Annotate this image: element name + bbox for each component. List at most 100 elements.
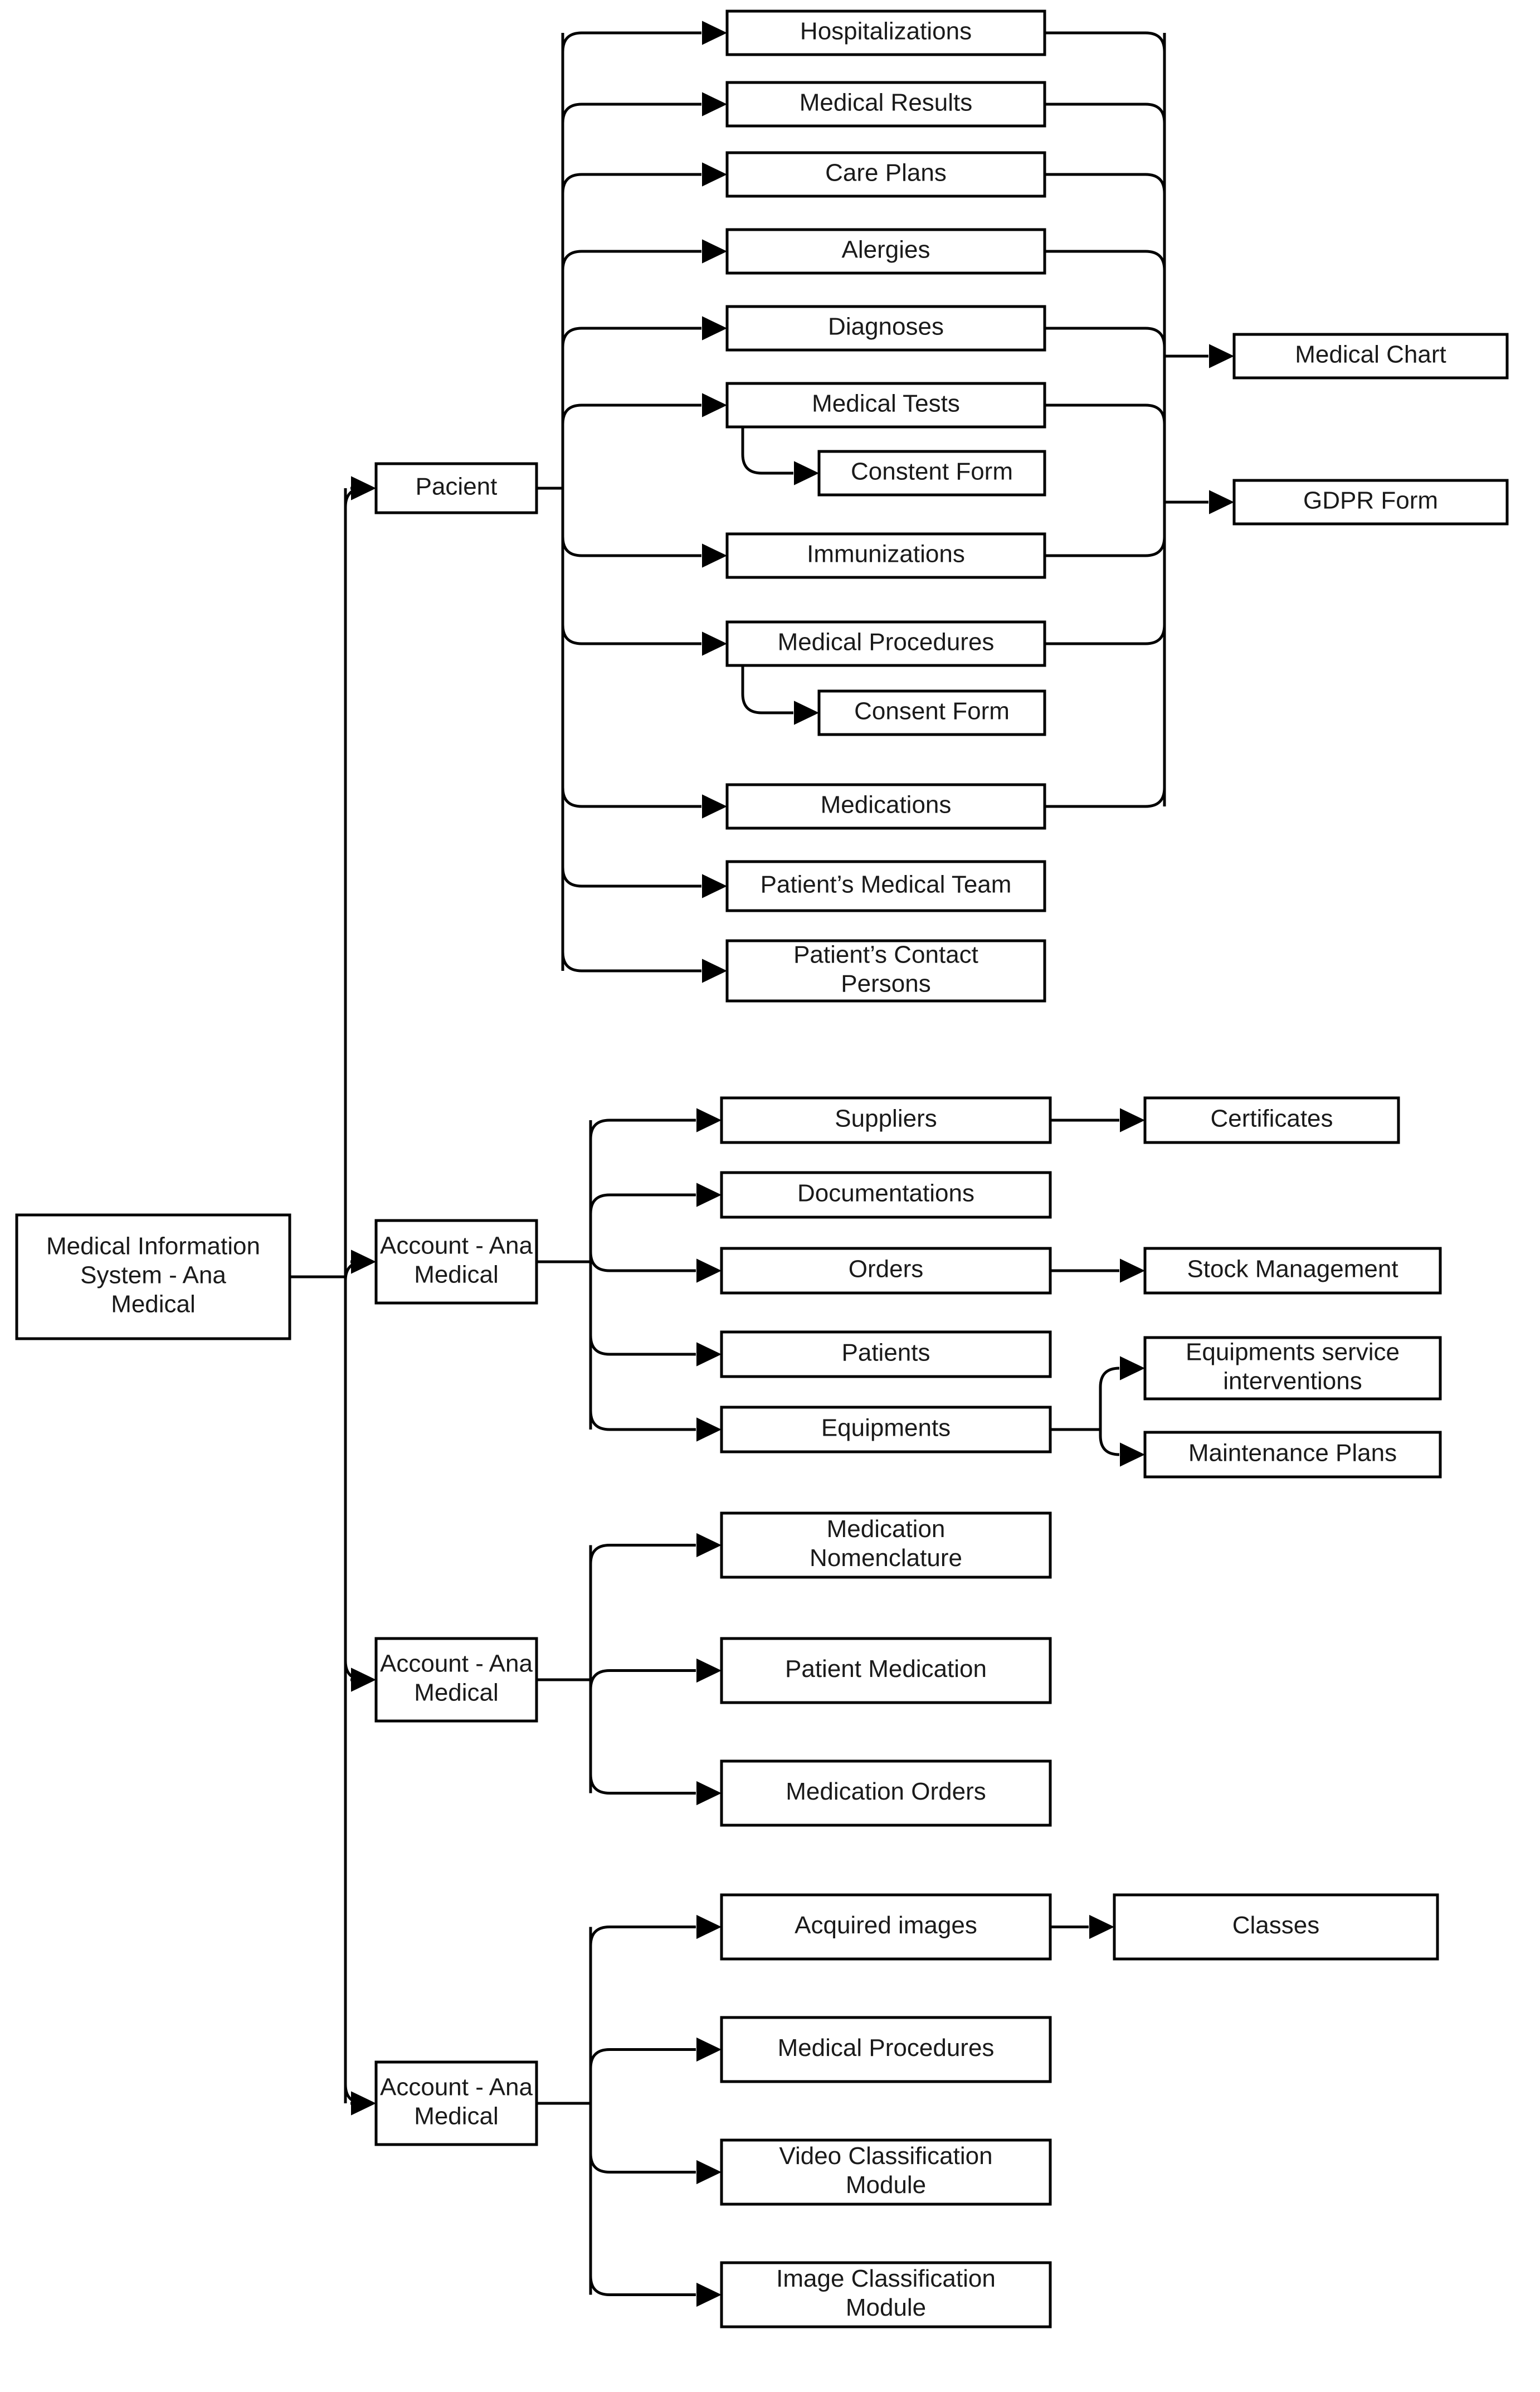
node-imaging-child-medical_procedures_img[interactable]: Medical Procedures xyxy=(720,2016,1052,2083)
node-label: Maintenance Plans xyxy=(1188,1440,1397,1467)
edge-pacient-to-diagnoses xyxy=(561,327,701,488)
node-supply-grandchild-stock_management[interactable]: Stock Management xyxy=(1143,1247,1442,1295)
node-label: Persons xyxy=(841,970,930,998)
node-label: Orders xyxy=(849,1256,923,1283)
node-box xyxy=(1143,1431,1442,1479)
node-supply-child-patients[interactable]: Patients xyxy=(720,1330,1052,1378)
node-supply-child-equipments[interactable]: Equipments xyxy=(720,1406,1052,1453)
node-box xyxy=(725,305,1046,352)
edge-pacient-to-hospitalizations xyxy=(561,31,701,488)
node-box xyxy=(720,1171,1052,1219)
node-consent-form-consent_form_procedures[interactable]: Consent Form xyxy=(817,689,1046,736)
node-box xyxy=(1113,1893,1439,1961)
node-imaging-grandchild-classes[interactable]: Classes xyxy=(1113,1893,1439,1961)
node-pacient-child-alergies[interactable]: Alergies xyxy=(725,228,1046,275)
edge-pacient-to-medical_results xyxy=(561,103,701,488)
node-label: Equipments service xyxy=(1186,1339,1400,1366)
edge-medical_procedures_pat-to-collector xyxy=(1045,624,1166,645)
edge-root-to-account_imaging xyxy=(344,1277,366,2105)
node-label: Medication xyxy=(827,1515,946,1543)
arrow-head-icon xyxy=(696,1658,722,1683)
node-supply-child-documentations[interactable]: Documentations xyxy=(720,1171,1052,1219)
node-pacient-child-diagnoses[interactable]: Diagnoses xyxy=(725,305,1046,352)
node-box xyxy=(725,81,1046,128)
edge-pacient-to-patients_medical_team xyxy=(561,488,701,888)
arrow-head-icon xyxy=(351,2091,376,2116)
node-medication-child-medication_orders[interactable]: Medication Orders xyxy=(720,1759,1052,1827)
arrow-head-icon xyxy=(696,1183,722,1207)
edge-medical_tests-to-collector xyxy=(1045,403,1166,425)
node-box xyxy=(1143,1096,1400,1144)
node-supply-grandchild-maintenance_plans[interactable]: Maintenance Plans xyxy=(1143,1431,1442,1479)
arrow-head-icon xyxy=(702,21,727,45)
node-output-gdpr_form[interactable]: GDPR Form xyxy=(1232,479,1509,526)
edge-alergies-to-collector xyxy=(1045,250,1166,271)
node-pacient-child-immunizations[interactable]: Immunizations xyxy=(725,532,1046,579)
node-label: Patients xyxy=(842,1339,930,1367)
node-pacient-child-medications[interactable]: Medications xyxy=(725,783,1046,830)
edge-root-to-account_medication xyxy=(344,1277,366,1681)
edge-equipments-to-maintenance-plans xyxy=(1099,1430,1120,1456)
node-label: Suppliers xyxy=(835,1105,937,1132)
node-level1-pacient[interactable]: Pacient xyxy=(374,462,538,514)
node-pacient-child-patients_medical_team[interactable]: Patient’s Medical Team xyxy=(725,860,1046,912)
edge-pacient-to-medications xyxy=(561,488,701,808)
node-label: Nomenclature xyxy=(810,1544,962,1572)
node-output-medical_chart[interactable]: Medical Chart xyxy=(1232,333,1509,380)
arrow-head-icon xyxy=(1120,1258,1145,1283)
edge-care_plans-to-collector xyxy=(1045,173,1166,194)
edge-account_medication-to-medication_orders xyxy=(589,1680,696,1795)
node-box xyxy=(374,462,538,514)
edge-account_imaging-to-video_classification_module xyxy=(589,2103,696,2174)
node-label: Consent Form xyxy=(854,698,1010,725)
node-pacient-child-medical_procedures_pat[interactable]: Medical Procedures xyxy=(725,620,1046,667)
arrow-head-icon xyxy=(702,794,727,819)
edge-pacient-to-alergies xyxy=(561,250,701,488)
node-box xyxy=(720,2016,1052,2083)
edge-account_supply-to-equipments xyxy=(589,1262,696,1431)
edge-medical_procedures_pat-to-consent_form_procedures xyxy=(741,665,793,714)
node-box xyxy=(720,1511,1052,1579)
arrow-head-icon xyxy=(702,874,727,898)
node-supply-child-suppliers[interactable]: Suppliers xyxy=(720,1096,1052,1144)
node-label: Account - Ana xyxy=(380,1232,533,1260)
node-label: Patient Medication xyxy=(785,1655,987,1683)
node-box xyxy=(725,228,1046,275)
node-pacient-child-medical_tests[interactable]: Medical Tests xyxy=(725,382,1046,429)
node-box xyxy=(725,939,1046,1003)
arrow-head-icon xyxy=(696,2037,722,2062)
node-label: Module xyxy=(846,2294,926,2321)
node-imaging-child-acquired_images[interactable]: Acquired images xyxy=(720,1893,1052,1961)
arrow-head-icon xyxy=(1120,1442,1145,1467)
node-pacient-child-medical_results[interactable]: Medical Results xyxy=(725,81,1046,128)
arrow-head-icon xyxy=(1120,1356,1145,1380)
edge-hospitalizations-to-collector xyxy=(1045,31,1166,52)
node-supply-grandchild-certificates[interactable]: Certificates xyxy=(1143,1096,1400,1144)
node-box xyxy=(720,1247,1052,1295)
node-pacient-child-hospitalizations[interactable]: Hospitalizations xyxy=(725,9,1046,56)
arrow-head-icon xyxy=(696,1108,722,1132)
edge-account_supply-to-patients xyxy=(589,1262,696,1356)
node-box xyxy=(1232,333,1509,380)
node-label: Medical Tests xyxy=(812,390,960,417)
node-box xyxy=(725,620,1046,667)
edge-account_medication-to-medication_nomenclature xyxy=(589,1544,696,1680)
node-pacient-child-care_plans[interactable]: Care Plans xyxy=(725,151,1046,198)
edge-account_supply-to-documentations xyxy=(589,1193,696,1262)
node-supply-child-orders[interactable]: Orders xyxy=(720,1247,1052,1295)
node-label: Medical xyxy=(414,1261,499,1289)
node-medication-child-patient_medication[interactable]: Patient Medication xyxy=(720,1637,1052,1704)
node-consent-form-constent_form_tests[interactable]: Constent Form xyxy=(817,450,1046,497)
node-label: Acquired images xyxy=(795,1912,977,1939)
node-label: Equipments xyxy=(821,1414,951,1442)
node-label: Video Classification xyxy=(779,2142,992,2170)
